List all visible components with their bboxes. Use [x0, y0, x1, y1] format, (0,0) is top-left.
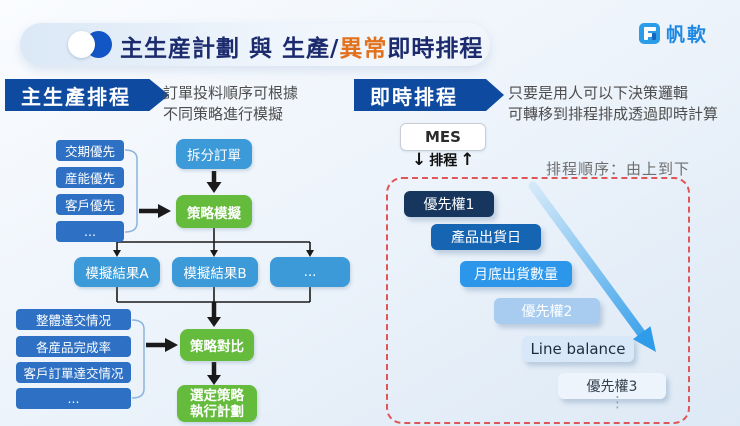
split-order-box: 拆分訂單 [176, 139, 252, 169]
title-part1: 主生産計劃 與 生產/ [120, 36, 340, 62]
logo-text: 帆軟 [666, 24, 709, 46]
priority-3-box: 優先權3 [558, 373, 666, 399]
simulation-result-a-box: 模擬結果A [74, 257, 160, 287]
arrow-down-icon: ↓ [412, 150, 427, 170]
final-strategy-box: 選定策略 執行計劃 [177, 385, 257, 422]
strategy-compare-box: 策略對比 [180, 329, 254, 361]
schedule-exchange-row: ↓ 排程 ↑ [412, 150, 475, 170]
page-title: 主生産計劃 與 生產/異常即時排程 [120, 28, 483, 64]
metric-product-completion: 各産品完成率 [16, 336, 131, 357]
thin-connectors [113, 228, 314, 303]
strategy-input-capacity-priority: 産能優先 [56, 167, 124, 188]
strategy-input-more: ... [56, 221, 124, 242]
priority-1-box: 優先權1 [404, 191, 494, 217]
bracket-strategy-inputs [124, 149, 138, 233]
priority-2-box: 優先權2 [494, 298, 600, 324]
schedule-label: 排程 [429, 153, 458, 169]
right-section-banner: 即時排程 [354, 79, 504, 111]
final-strategy-line1: 選定策略 [190, 387, 244, 404]
metric-overall-fulfillment: 整體達交情况 [16, 309, 131, 330]
toggle-white-circle [68, 31, 95, 58]
schedule-order-note: 排程順序：由上到下 [546, 160, 691, 178]
more-priorities-ellipsis: ⋮ [610, 393, 625, 411]
left-desc-line2: 不同策略進行模擬 [163, 105, 284, 123]
metric-more: ... [16, 388, 131, 409]
right-desc-line1: 只要是用人可以下決策邏輯 [508, 84, 689, 102]
arrow-up-icon: ↑ [460, 150, 475, 170]
left-section-banner: 主生產排程 [5, 79, 169, 111]
simulation-result-b-box: 模擬結果B [172, 257, 258, 287]
left-desc-line1: 訂單投料順序可根據 [163, 84, 299, 102]
line-balance-box: Line balance [522, 336, 634, 362]
final-strategy-line2: 執行計劃 [190, 403, 244, 420]
right-desc-line2: 可轉移到排程排成透過即時計算 [508, 105, 719, 123]
fanruan-logo-icon [639, 23, 660, 44]
strategy-simulation-box: 策略模擬 [176, 195, 252, 228]
left-section-description: 訂單投料順序可根據 不同策略進行模擬 [163, 83, 298, 125]
title-part2: 即時排程 [387, 36, 484, 62]
simulation-result-more-box: ... [270, 257, 350, 287]
bracket-metrics [131, 319, 145, 399]
toggle-icon [68, 31, 112, 58]
strategy-input-delivery-priority: 交期優先 [56, 140, 124, 161]
priority-area-dashed-box [386, 177, 690, 424]
right-section-description: 只要是用人可以下決策邏輯 可轉移到排程排成透過即時計算 [508, 83, 718, 125]
logo: 帆軟 [638, 20, 708, 47]
mes-box: MES [400, 123, 486, 151]
bold-arrows [139, 171, 222, 385]
product-ship-date-box: 產品出貨日 [431, 224, 541, 250]
month-end-ship-qty-box: 月底出貨數量 [460, 261, 572, 287]
strategy-input-customer-priority: 客戶優先 [56, 194, 124, 215]
metric-customer-order-fulfillment: 客戶訂單達交情况 [16, 362, 131, 383]
title-highlight: 異常 [339, 36, 388, 62]
